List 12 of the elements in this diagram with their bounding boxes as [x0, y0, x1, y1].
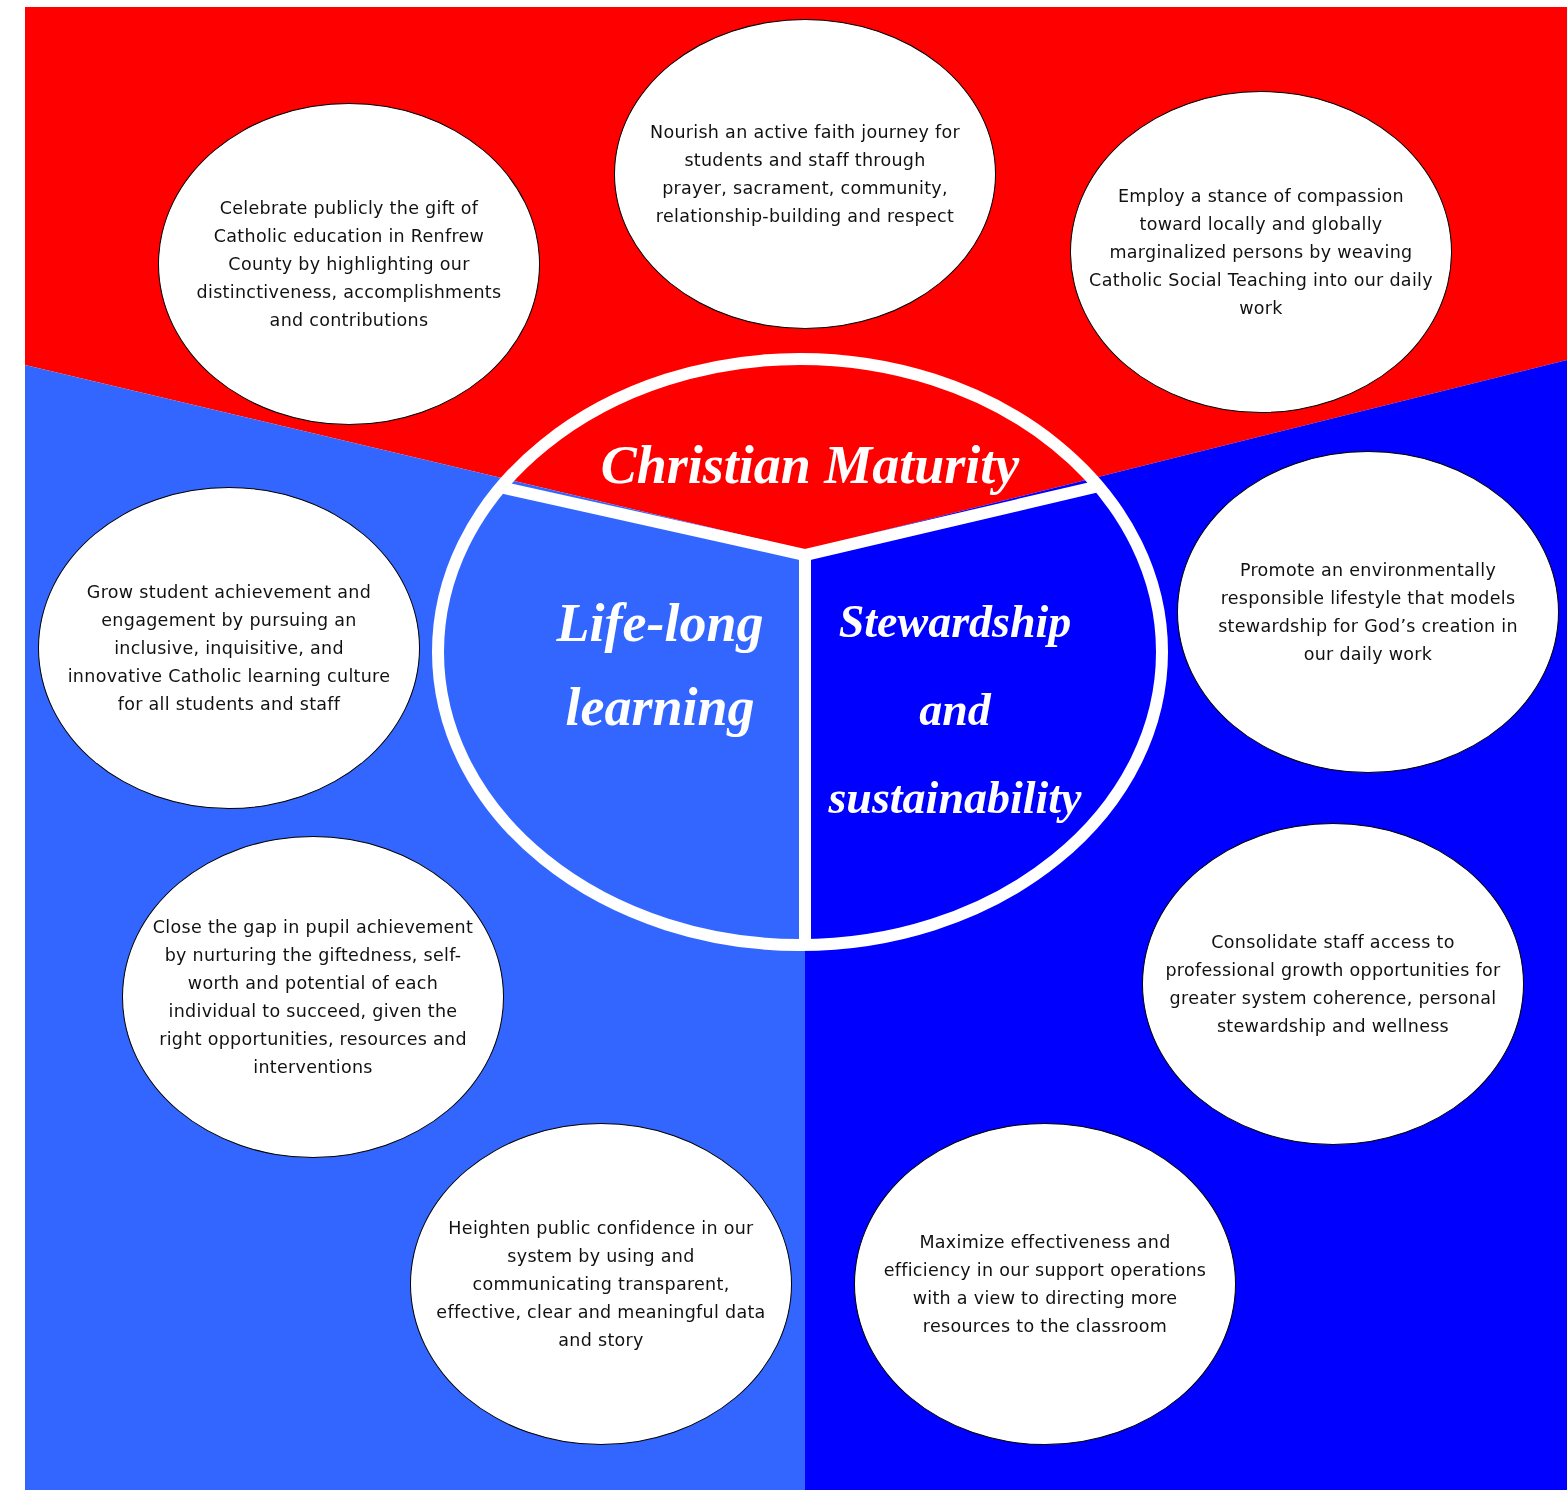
goal-text: Nourish an active faith journey for students and staff through prayer, sacrament, community, relationship-building and respect: [649, 121, 961, 228]
goal-text: Maximize effectiveness and efficiency in our support operations with a view to directing more resources to the classroom: [883, 1231, 1207, 1338]
theme-title: Life-long learning: [555, 592, 765, 739]
goal-text: Grow student achievement and engagement by pursuing an inclusive, inquisitive, and innovative Catholic learning culture for all students and staff: [67, 581, 391, 716]
goal-text: Consolidate staff access to professional growth opportunities for greater system coherence, personal stewardship and wellness: [1165, 931, 1501, 1038]
goal-text: Promote an environmentally responsible lifestyle that models stewardship for God’s creation in our daily work: [1218, 559, 1518, 666]
goal-text: Heighten public confidence in our system by using and communicating transparent, effective, clear and meaningful data and story: [435, 1217, 767, 1352]
goal-text: Close the gap in pupil achievement by nurturing the giftedness, self-worth and potential of each individual to succeed, given the right opportunities, resources and interventions: [151, 916, 475, 1079]
theme-title: Christian Maturity: [599, 435, 1021, 495]
goal-text: Employ a stance of compassion toward locally and globally marginalized persons by weaving Catholic Social Teaching into our daily work: [1089, 185, 1433, 320]
theme-title: Stewardship and sustainability: [827, 595, 1083, 825]
goal-text: Celebrate publicly the gift of Catholic education in Renfrew County by highlighting our distinctiveness, accomplishments and contributions: [195, 197, 503, 332]
